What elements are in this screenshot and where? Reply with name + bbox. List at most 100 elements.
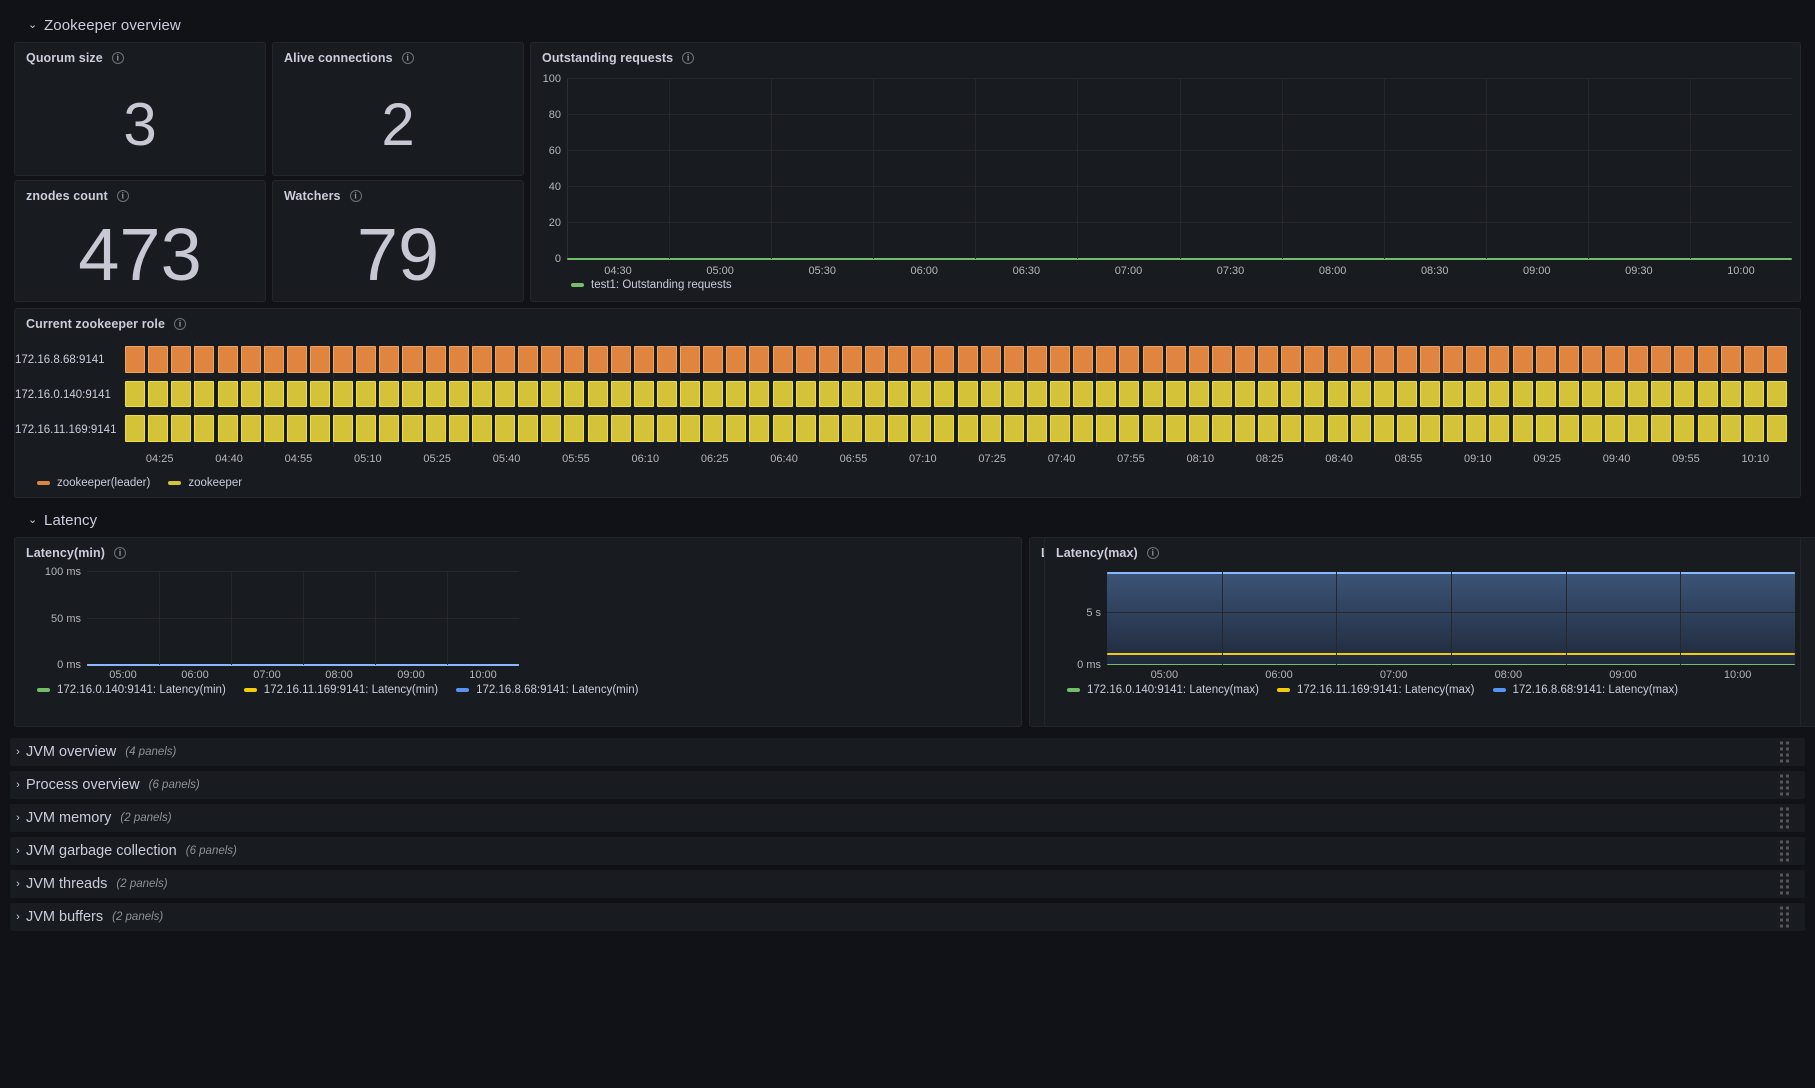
timeline-segment[interactable] (772, 415, 793, 442)
timeline-segment[interactable] (703, 415, 724, 442)
timeline-segment[interactable] (1766, 346, 1787, 373)
timeline-segment[interactable] (818, 415, 839, 442)
timeline-segment[interactable] (1373, 415, 1394, 442)
timeline-segment[interactable] (356, 415, 377, 442)
timeline-segment[interactable] (1119, 415, 1140, 442)
timeline-segment[interactable] (1258, 380, 1279, 408)
timeline-segment[interactable] (726, 415, 747, 442)
timeline-segment[interactable] (425, 380, 446, 408)
timeline-segment[interactable] (1304, 415, 1325, 442)
timeline-segment[interactable] (1697, 380, 1718, 408)
timeline-segment[interactable] (1096, 346, 1117, 373)
timeline-segment[interactable] (240, 415, 261, 442)
timeline-segment[interactable] (148, 415, 169, 442)
timeline-segment[interactable] (448, 346, 469, 373)
timeline-segment[interactable] (865, 415, 886, 442)
legend-item[interactable]: 172.16.0.140:9141: Latency(max) (1067, 684, 1259, 696)
collapsed-row-jvm-threads[interactable]: ›JVM threads(2 panels) (10, 870, 1805, 898)
legend-item[interactable]: 172.16.8.68:9141: Latency(max) (1492, 684, 1678, 696)
timeline-segment[interactable] (1258, 415, 1279, 442)
row-header-zookeeper-overview[interactable]: ⌄ Zookeeper overview (10, 10, 181, 40)
timeline-segment[interactable] (1003, 415, 1024, 442)
timeline-segment[interactable] (1605, 380, 1626, 408)
timeline-segment[interactable] (1674, 415, 1695, 442)
timeline-segment[interactable] (888, 380, 909, 408)
timeline-segment[interactable] (1443, 346, 1464, 373)
timeline-segment[interactable] (656, 415, 677, 442)
timeline-segment[interactable] (1651, 346, 1672, 373)
timeline-segment[interactable] (495, 346, 516, 373)
legend-item[interactable]: 172.16.8.68:9141: Latency(min) (456, 684, 639, 696)
timeline-segment[interactable] (1720, 346, 1741, 373)
timeline-segment[interactable] (888, 346, 909, 373)
timeline-segment[interactable] (1142, 380, 1163, 408)
timeline-segment[interactable] (633, 346, 654, 373)
timeline-segment[interactable] (980, 346, 1001, 373)
timeline-segment[interactable] (541, 346, 562, 373)
legend-item[interactable]: 172.16.0.140:9141: Latency(min) (37, 684, 226, 696)
timeline-segment[interactable] (703, 380, 724, 408)
timeline-segment[interactable] (1443, 415, 1464, 442)
timeline-segment[interactable] (564, 415, 585, 442)
timeline-segment[interactable] (841, 346, 862, 373)
timeline-segment[interactable] (171, 415, 192, 442)
timeline-segment[interactable] (448, 380, 469, 408)
timeline-segment[interactable] (1050, 415, 1071, 442)
collapsed-row-jvm-garbage-collection[interactable]: ›JVM garbage collection(6 panels) (10, 837, 1805, 865)
timeline-segment[interactable] (679, 380, 701, 408)
row-drag-handle[interactable] (1780, 873, 1789, 895)
timeline-segment[interactable] (1396, 346, 1417, 373)
timeline-segment[interactable] (1605, 346, 1626, 373)
timeline-segment[interactable] (911, 346, 932, 373)
row-drag-handle[interactable] (1780, 807, 1789, 829)
info-icon[interactable] (349, 190, 362, 202)
timeline-segment[interactable] (379, 415, 400, 442)
timeline-segment[interactable] (1003, 380, 1024, 408)
timeline-segment[interactable] (772, 380, 793, 408)
legend-latency-max[interactable]: 172.16.0.140:9141: Latency(max)172.16.11… (1067, 684, 1787, 696)
info-icon[interactable] (174, 318, 187, 330)
timeline-segment[interactable] (1188, 346, 1209, 373)
collapsed-row-jvm-memory[interactable]: ›JVM memory(2 panels) (10, 804, 1805, 832)
timeline-segment[interactable] (1327, 380, 1348, 408)
timeline-segment[interactable] (333, 415, 354, 442)
panel-quorum-size[interactable]: Quorum size 3 (14, 42, 266, 176)
plot-area-latency-max[interactable] (1107, 572, 1795, 665)
timeline-segment[interactable] (263, 346, 284, 373)
timeline-segment[interactable] (934, 415, 955, 442)
row-drag-handle[interactable] (1780, 774, 1789, 796)
timeline-segment[interactable] (1050, 346, 1071, 373)
timeline-segment[interactable] (495, 415, 516, 442)
legend-item[interactable]: zookeeper (168, 477, 242, 489)
timeline-segment[interactable] (148, 380, 169, 408)
timeline-segment[interactable] (541, 415, 562, 442)
panel-watchers[interactable]: Watchers 79 (272, 180, 524, 302)
timeline-segment[interactable] (1581, 415, 1602, 442)
timeline-segment[interactable] (1396, 380, 1417, 408)
timeline-segment[interactable] (633, 380, 654, 408)
timeline-segment[interactable] (1234, 415, 1256, 442)
timeline-segment[interactable] (310, 415, 331, 442)
timeline-segment[interactable] (1350, 346, 1371, 373)
collapsed-row-jvm-buffers[interactable]: ›JVM buffers(2 panels) (10, 903, 1805, 931)
timeline-segment[interactable] (217, 346, 238, 373)
timeline-segment[interactable] (1605, 415, 1626, 442)
collapsed-row-jvm-overview[interactable]: ›JVM overview(4 panels) (10, 738, 1805, 766)
timeline-segment[interactable] (171, 346, 192, 373)
timeline-segment[interactable] (679, 415, 701, 442)
timeline-segment[interactable] (1489, 415, 1510, 442)
timeline-segment[interactable] (1628, 415, 1649, 442)
timeline-segment[interactable] (148, 346, 169, 373)
timeline-segment[interactable] (1674, 346, 1695, 373)
timeline-segment[interactable] (194, 346, 215, 373)
timeline-segment[interactable] (1026, 380, 1047, 408)
timeline-segment[interactable] (610, 346, 631, 373)
timeline-segment[interactable] (1535, 346, 1556, 373)
timeline-segment[interactable] (1651, 415, 1672, 442)
timeline-segment[interactable] (726, 380, 747, 408)
timeline-segment[interactable] (1350, 380, 1371, 408)
timeline-segment[interactable] (1628, 380, 1649, 408)
timeline-segment[interactable] (1119, 346, 1140, 373)
